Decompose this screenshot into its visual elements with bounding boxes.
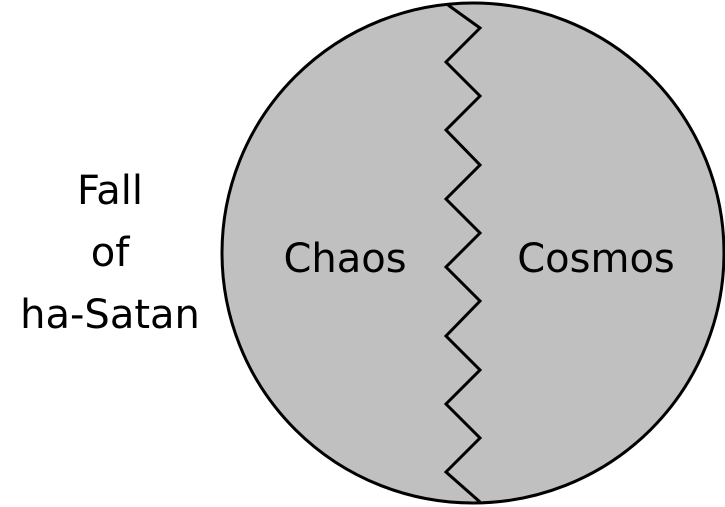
fall-of-ha-satan-label: Fall of ha-Satan (0, 160, 220, 346)
zigzag-divider-line (443, 3, 483, 504)
cosmos-label: Cosmos (517, 236, 675, 282)
world-circle (220, 1, 725, 505)
side-label-line-2: of (90, 230, 130, 276)
side-label-line-3: ha-Satan (20, 292, 200, 338)
chaos-label: Chaos (283, 236, 406, 282)
side-label-line-1: Fall (76, 168, 144, 214)
